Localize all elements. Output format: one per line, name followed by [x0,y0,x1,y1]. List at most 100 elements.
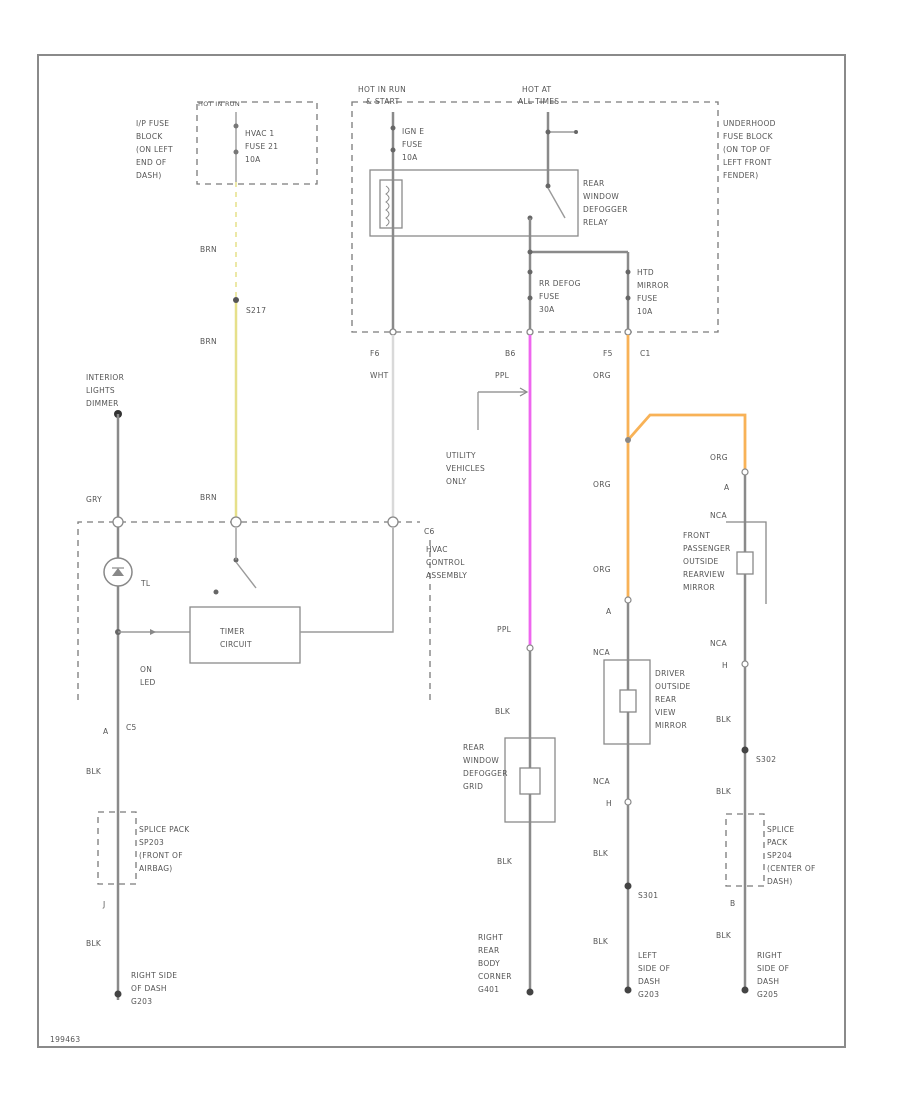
htd-fuse-node-bottom [625,295,631,301]
uh-hot-all-0: HOT AT [522,85,552,94]
pm-1: PASSENGER [683,544,731,553]
relay-box [369,169,579,237]
uh-hot-all-1: ALL TIMES [518,97,559,106]
hvac-0: HVAC [426,545,448,554]
g4-2: DASH [757,977,779,986]
pm-0: FRONT [683,531,710,540]
uh-fuse-htd-3: 10A [637,307,653,316]
f5-terminal [624,328,632,336]
conn-c1: C1 [640,349,651,358]
g4-1: SIDE OF [757,964,789,973]
uh-hot-run-1: & START [366,97,400,106]
conn-b6: B6 [505,349,516,358]
pm-2: OUTSIDE [683,557,719,566]
splice-right-0: SPLICE [767,825,794,834]
hvac-pin-brn [230,516,242,528]
wire-blk-7: BLK [716,715,732,724]
uh-label-4: FENDER) [723,171,758,180]
splice-right-3: (CENTER OF [767,864,816,873]
uh-relay-0: REAR [583,179,605,188]
g4-3: G205 [757,990,778,999]
rr-fuse-node-bottom [527,295,533,301]
conn-c5: C5 [126,723,137,732]
timer-arrow [150,629,156,635]
g1-2: G203 [131,997,152,1006]
g3-2: DASH [638,977,660,986]
ground-g1-node [114,990,122,998]
hvac-1: CONTROL [426,558,465,567]
relay-coil-winding [385,185,390,227]
splice-right-1: PACK [767,838,788,847]
uh-fuse-ign-0: IGN E [402,127,424,136]
uh-label-3: LEFT FRONT [723,158,772,167]
ip-line-4: DASH) [136,171,162,180]
uh-label-0: UNDERHOOD [723,119,776,128]
dimmer-1: LIGHTS [86,386,115,395]
ip-fuse-block: HOT IN RUN I/P FUSE BLOCK (ON LEFT END O… [136,100,318,185]
wire-blk-6: BLK [593,937,609,946]
led-triangle [112,568,124,576]
ip-fuse-1: FUSE 21 [245,142,278,151]
utility-1: VEHICLES [446,464,485,473]
wire-blk-9: BLK [716,931,732,940]
hvac-2: ASSEMBLY [426,571,467,580]
utility-0: UTILITY [446,451,476,460]
wire-ppl-1: PPL [495,371,510,380]
wire-org-3: ORG [593,480,611,489]
ip-line-1: BLOCK [136,132,163,141]
conn-a-1: A [103,727,109,736]
wire-brn-2: BRN [200,337,217,346]
timer-switch-arm [235,561,257,589]
uh-fuse-htd-1: MIRROR [637,281,669,290]
g2-4: G401 [478,985,499,994]
driver-mirror-heater [619,689,637,713]
wire-org-1: ORG [593,371,611,380]
g3-0: LEFT [638,951,657,960]
uh-label-1: FUSE BLOCK [723,132,774,141]
conn-h-2: H [722,661,728,670]
timer-1: CIRCUIT [220,640,252,649]
dm-0: DRIVER [655,669,685,678]
uh-relay-1: WINDOW [583,192,619,201]
uh-fuse-rr-0: RR DEFOG [539,279,581,288]
splice-right-2: SP204 [767,851,792,860]
diagram-id: 199463 [50,1035,80,1044]
uh-relay-3: RELAY [583,218,608,227]
led-label-1: LED [140,678,156,687]
s302-splice [741,746,749,754]
ip-fuse-bottom-node [233,149,239,155]
pass-conn-h [741,660,749,668]
conn-s301: S301 [638,891,658,900]
ign-fuse-node-bottom [390,147,396,153]
dm-4: MIRROR [655,721,687,730]
wire-org-2: ORG [710,453,728,462]
grid-0: REAR [463,743,485,752]
uh-fuse-rr-1: FUSE [539,292,560,301]
ip-hot-label: HOT IN RUN [198,100,240,108]
conn-a-2: A [606,607,612,616]
dimmer-2: DIMMER [86,399,119,408]
ign-fuse-node-top [390,125,396,131]
g3-1: SIDE OF [638,964,670,973]
relay-switch-arm [547,187,566,219]
uh-fuse-rr-2: 30A [539,305,555,314]
g2-3: CORNER [478,972,512,981]
dimmer-0: INTERIOR [86,373,124,382]
conn-a-3: A [724,483,730,492]
wire-blk-2: BLK [86,939,102,948]
s217-splice [233,297,239,303]
timer-to-wht [300,528,394,633]
uh-fuse-htd-0: HTD [637,268,654,277]
splice-left-3: AIRBAG) [139,864,173,873]
utility-2: ONLY [446,477,467,486]
ground-g2-node [526,988,534,996]
splice-left-0: SPLICE PACK [139,825,190,834]
ip-fuse-top-node [233,123,239,129]
led-label-0: ON [140,665,152,674]
ip-line-0: I/P FUSE [136,119,169,128]
led-tl: TL [140,579,151,588]
wire-blk-3: BLK [495,707,511,716]
hvac-outline-top [77,521,420,700]
splice-left-2: (FRONT OF [139,851,183,860]
